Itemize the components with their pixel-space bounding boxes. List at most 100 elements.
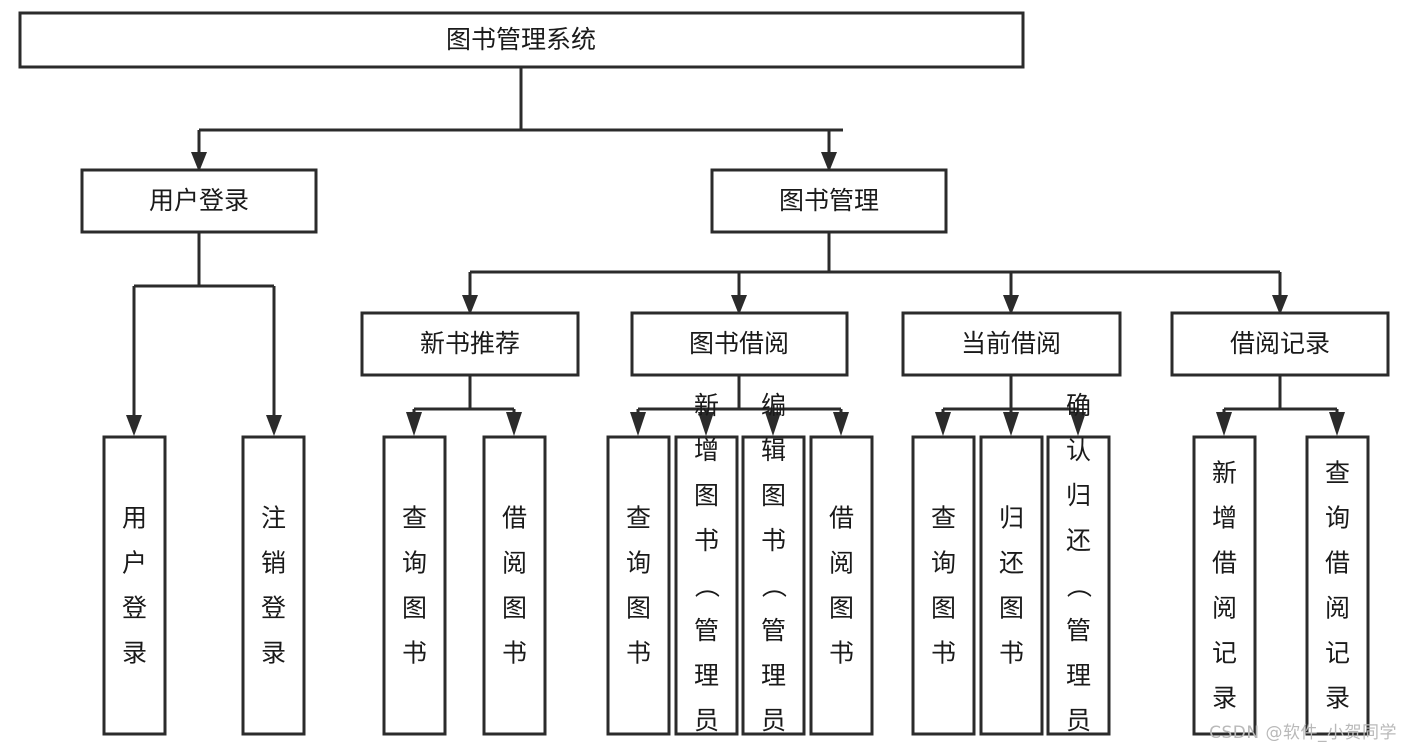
node-book-borrow-label: 图书借阅 bbox=[689, 329, 789, 358]
leaf-label-char: 查 bbox=[931, 504, 956, 533]
leaf-label-char: 阅 bbox=[1212, 594, 1237, 623]
node-new-book-recommend-label: 新书推荐 bbox=[420, 329, 520, 358]
node-user-login[interactable]: 用户登录 bbox=[80, 168, 318, 234]
leaf-label-char: 新 bbox=[694, 391, 719, 420]
leaf-label-char: 还 bbox=[1066, 526, 1091, 555]
leaf-label-char: 员 bbox=[694, 706, 719, 735]
leaf-label-char: 管 bbox=[761, 616, 786, 645]
leaf-label-char: 图 bbox=[694, 481, 719, 510]
leaf-label-char: （ bbox=[1064, 573, 1093, 598]
node-current-borrow[interactable]: 当前借阅 bbox=[901, 311, 1122, 377]
csdn-watermark: CSDN @软件_小贺同学 bbox=[1209, 723, 1397, 743]
leaf-label-char: 阅 bbox=[1325, 594, 1350, 623]
leaf-label-char: 书 bbox=[761, 526, 786, 555]
leaf-label-char: 图 bbox=[931, 594, 956, 623]
connector-new-book-rec-to-leaves bbox=[406, 375, 522, 436]
leaf-label-char: 认 bbox=[1066, 436, 1091, 465]
node-book-management-label: 图书管理 bbox=[779, 186, 879, 215]
connector-current-borrow-to-leaves bbox=[935, 375, 1086, 436]
leaf-label-char: 借 bbox=[1325, 549, 1350, 578]
connector-book-mgmt-to-level3 bbox=[462, 232, 1288, 315]
leaf-label-char: 管 bbox=[1066, 616, 1091, 645]
leaf-label-char: 图 bbox=[999, 594, 1024, 623]
leaf-label-char: 增 bbox=[694, 436, 719, 465]
leaf-label-char: 图 bbox=[402, 594, 427, 623]
leaf-label-char: 归 bbox=[999, 504, 1024, 533]
node-current-borrow-label: 当前借阅 bbox=[961, 329, 1061, 358]
leaf-label-char: 书 bbox=[999, 639, 1024, 668]
leaf-label-char: 询 bbox=[931, 549, 956, 578]
leaf-label-char: 书 bbox=[829, 639, 854, 668]
leaf-label-char: 理 bbox=[761, 661, 786, 690]
leaf-label-char: 理 bbox=[1066, 661, 1091, 690]
leaf-label-char: 书 bbox=[931, 639, 956, 668]
leaf-label-char: （ bbox=[759, 573, 788, 598]
leaf-label-char: 图 bbox=[761, 481, 786, 510]
node-root-label: 图书管理系统 bbox=[446, 25, 596, 54]
leaf-label-char: 阅 bbox=[829, 549, 854, 578]
leaf-label-char: 询 bbox=[402, 549, 427, 578]
leaf-label-char: 确 bbox=[1066, 391, 1091, 420]
leaf-label-char: 员 bbox=[1066, 706, 1091, 735]
node-borrow-record-label: 借阅记录 bbox=[1230, 329, 1330, 358]
leaf-label-char: 增 bbox=[1212, 504, 1237, 533]
node-borrow-record[interactable]: 借阅记录 bbox=[1170, 311, 1390, 377]
node-root[interactable]: 图书管理系统 bbox=[18, 11, 1025, 69]
leaf-label-char: 借 bbox=[502, 504, 527, 533]
leaf-node[interactable]: 用户登录 bbox=[102, 435, 167, 736]
leaf-label-char: （ bbox=[692, 573, 721, 598]
leaf-label-char: 记 bbox=[1325, 639, 1350, 668]
leaf-label-char: 查 bbox=[402, 504, 427, 533]
leaf-label-char: 借 bbox=[1212, 549, 1237, 578]
connector-book-borrow-to-leaves bbox=[630, 375, 849, 436]
leaf-label-char: 录 bbox=[1212, 684, 1237, 713]
leaf-label-char: 书 bbox=[402, 639, 427, 668]
leaf-label-char: 编 bbox=[761, 391, 786, 420]
leaf-label-char: 阅 bbox=[502, 549, 527, 578]
leaf-label-char: 图 bbox=[626, 594, 651, 623]
leaf-label-char: 查 bbox=[626, 504, 651, 533]
leaf-label-char: 询 bbox=[1325, 504, 1350, 533]
leaf-label-char: 户 bbox=[122, 549, 147, 578]
leaf-label-char: 销 bbox=[261, 549, 286, 578]
leaf-label-char: 还 bbox=[999, 549, 1024, 578]
connector-root-to-level2 bbox=[191, 67, 843, 172]
node-book-borrow[interactable]: 图书借阅 bbox=[630, 311, 849, 377]
leaf-label-char: 录 bbox=[261, 639, 286, 668]
leaf-label-char: 书 bbox=[502, 639, 527, 668]
leaf-label-char: 借 bbox=[829, 504, 854, 533]
connector-borrow-record-to-leaves bbox=[1216, 375, 1345, 436]
leaf-label-char: 辑 bbox=[761, 436, 786, 465]
leaf-label: 用户登录 bbox=[122, 504, 147, 668]
node-user-login-label: 用户登录 bbox=[149, 186, 249, 215]
leaf-label-char: 理 bbox=[694, 661, 719, 690]
leaf-label-char: 书 bbox=[694, 526, 719, 555]
leaf-label-char: 新 bbox=[1212, 459, 1237, 488]
leaf-label-char: 注 bbox=[261, 504, 286, 533]
node-book-management[interactable]: 图书管理 bbox=[710, 168, 948, 234]
node-new-book-recommend[interactable]: 新书推荐 bbox=[360, 311, 580, 377]
connector-user-login-to-leaves bbox=[126, 232, 282, 436]
leaf-label-char: 查 bbox=[1325, 459, 1350, 488]
